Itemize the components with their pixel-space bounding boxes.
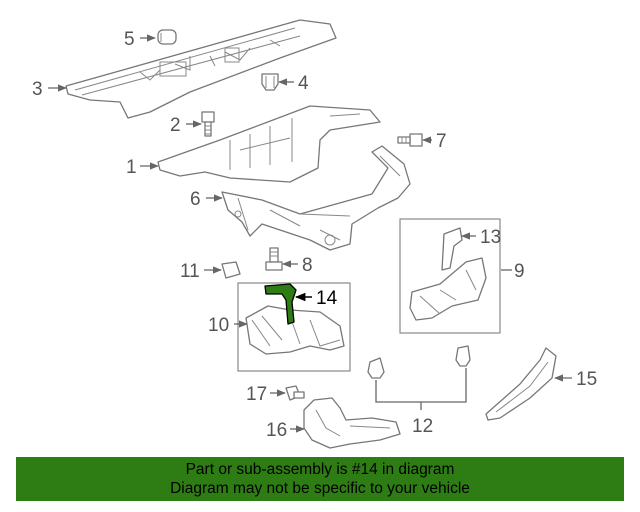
callout-5: 5 bbox=[124, 29, 135, 50]
callout-3: 3 bbox=[32, 79, 43, 100]
parts-diagram: 5 3 4 2 1 7 6 8 11 13 9 10 14 15 17 12 1… bbox=[32, 19, 597, 449]
hex-bolt bbox=[265, 247, 283, 271]
spacer bbox=[221, 261, 241, 279]
hitch-crossmember bbox=[221, 145, 411, 251]
highlighted-part-14 bbox=[264, 283, 297, 325]
assembly-box-9 bbox=[399, 218, 501, 334]
callout-15: 15 bbox=[576, 369, 597, 390]
banner-line-2: Diagram may not be specific to your vehi… bbox=[170, 480, 470, 497]
callout-17: 17 bbox=[246, 384, 267, 405]
push-clips bbox=[367, 345, 471, 410]
banner-line-1: Part or sub-assembly is #14 in diagram bbox=[185, 461, 455, 478]
callout-14: 14 bbox=[316, 288, 338, 309]
left-mudguard bbox=[303, 397, 401, 449]
callout-10: 10 bbox=[208, 315, 229, 336]
callout-1: 1 bbox=[126, 157, 137, 178]
callout-16: 16 bbox=[266, 420, 287, 441]
callout-11: 11 bbox=[180, 261, 200, 282]
callout-6: 6 bbox=[190, 189, 201, 210]
info-banner: Part or sub-assembly is #14 in diagram D… bbox=[16, 457, 624, 501]
bolt bbox=[201, 111, 215, 137]
bumper-bracket bbox=[157, 105, 381, 183]
rear-step-bumper bbox=[65, 19, 337, 119]
plug bbox=[157, 29, 177, 45]
callout-8: 8 bbox=[302, 255, 313, 276]
screw bbox=[285, 385, 305, 401]
callout-4: 4 bbox=[298, 73, 309, 94]
callout-12: 12 bbox=[412, 416, 433, 437]
right-mudguard bbox=[485, 347, 557, 421]
callout-13: 13 bbox=[480, 227, 501, 248]
flange-bolt bbox=[397, 133, 423, 147]
callout-2: 2 bbox=[170, 115, 181, 136]
callout-7: 7 bbox=[436, 131, 447, 152]
assembly-box-10 bbox=[237, 282, 351, 372]
clip bbox=[261, 73, 279, 91]
callout-9: 9 bbox=[514, 261, 525, 282]
